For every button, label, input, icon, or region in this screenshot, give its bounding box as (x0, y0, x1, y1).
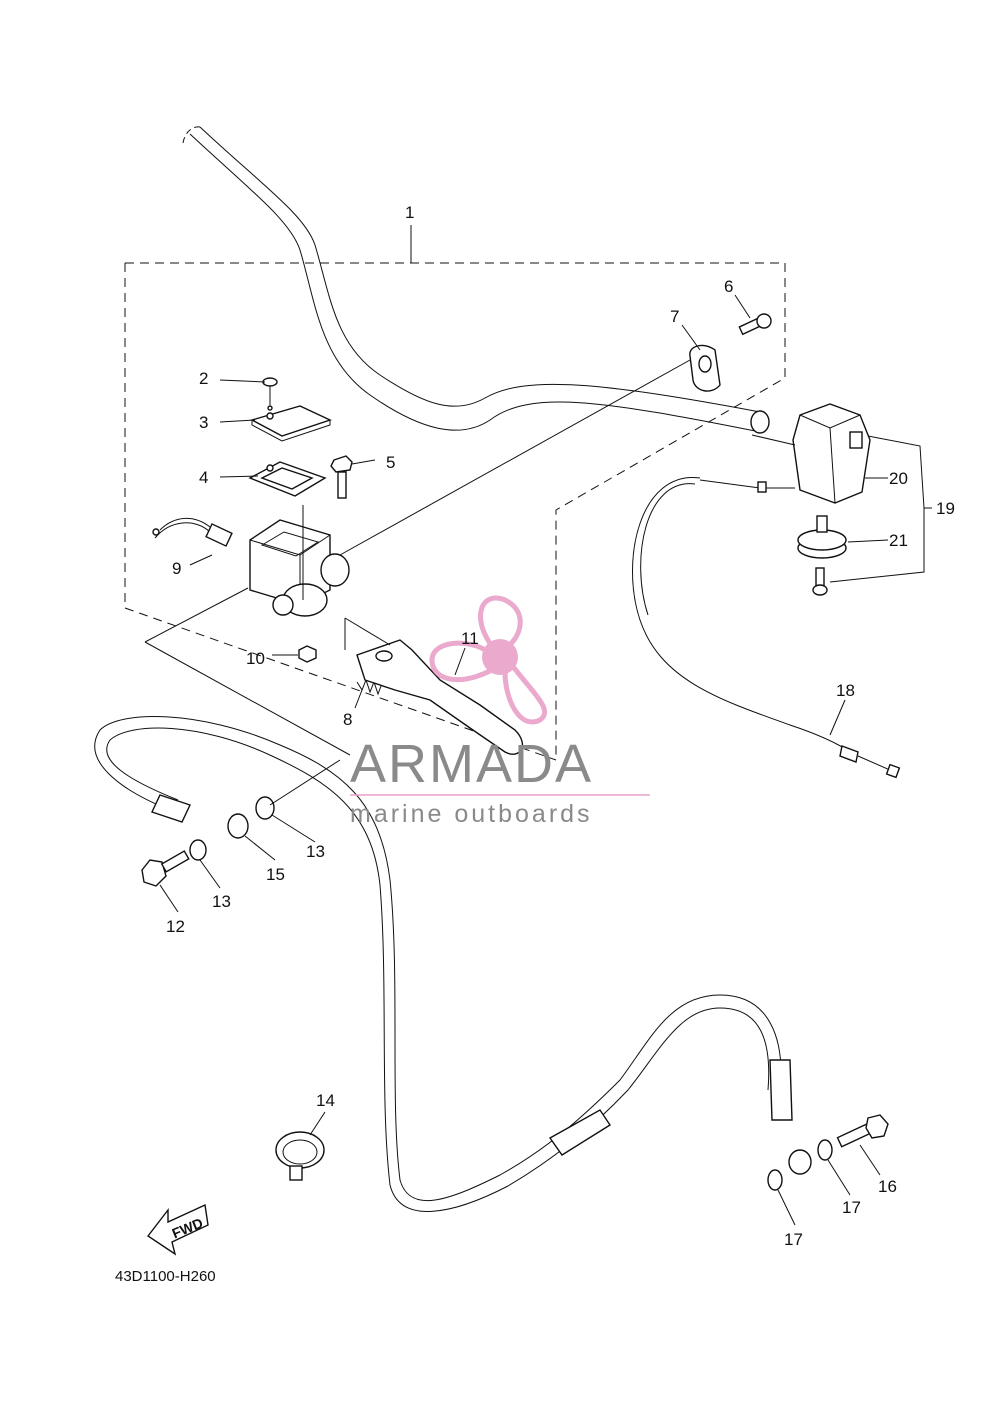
handlebar (182, 126, 770, 434)
handlebar-clamp (689, 344, 721, 392)
armada-logo-icon (429, 595, 548, 725)
brake-hose (94, 715, 812, 1212)
callout-21: 21 (889, 531, 908, 550)
callout-12: 12 (166, 917, 185, 936)
copper-washer-upper-b (255, 796, 275, 820)
callout-13-b: 13 (212, 892, 231, 911)
callout-11: 11 (461, 629, 479, 648)
hose-clip (275, 1131, 325, 1181)
diaphragm (248, 461, 327, 497)
copper-washer-upper-a (189, 839, 207, 861)
callout-labels: 1 2 3 4 5 6 7 8 9 10 11 12 13 13 14 15 1… (166, 203, 955, 1249)
callout-6: 6 (724, 277, 733, 296)
throttle-cable (632, 477, 901, 779)
callout-4: 4 (199, 468, 208, 487)
callout-8: 8 (343, 710, 352, 729)
banjo-bolt-upper (141, 850, 190, 887)
callout-9: 9 (172, 559, 181, 578)
lever-pivot-bolt (330, 455, 353, 499)
callout-17-b: 17 (784, 1230, 803, 1249)
assembly-boundary (124, 225, 786, 761)
copper-washer-lower-b (767, 1169, 783, 1191)
leader-lines (159, 294, 932, 1226)
banjo-bolt-lower (836, 1114, 889, 1148)
switch-screw (812, 567, 828, 596)
watermark-tagline: marine outboards (350, 800, 593, 828)
callout-14: 14 (316, 1091, 335, 1110)
copper-washer-lower-a (817, 1139, 833, 1161)
reservoir-screw (262, 377, 278, 411)
callout-15: 15 (266, 865, 285, 884)
callout-18: 18 (836, 681, 855, 700)
callout-13-a: 13 (306, 842, 325, 861)
diagram-code: 43D1100-H260 (115, 1268, 216, 1285)
callout-2: 2 (199, 369, 208, 388)
callout-5: 5 (386, 453, 395, 472)
pivot-nut (298, 645, 317, 663)
callout-20: 20 (889, 469, 908, 488)
reservoir-cap (250, 405, 332, 442)
callout-7: 7 (670, 307, 679, 326)
callout-3: 3 (199, 413, 208, 432)
handlebar-switch (792, 403, 871, 504)
watermark-brand: ARMADA (350, 734, 593, 794)
callout-19: 19 (936, 499, 955, 518)
switch-knob (797, 515, 847, 559)
master-cylinder (249, 505, 350, 617)
clamp-bolt (738, 313, 772, 336)
forward-arrow-icon: FWD (146, 1203, 209, 1256)
callout-16: 16 (878, 1177, 897, 1196)
brake-light-switch (152, 517, 233, 547)
callout-1: 1 (405, 203, 414, 222)
brake-lever (344, 617, 524, 755)
callout-10: 10 (246, 649, 265, 668)
callout-17-a: 17 (842, 1198, 861, 1217)
